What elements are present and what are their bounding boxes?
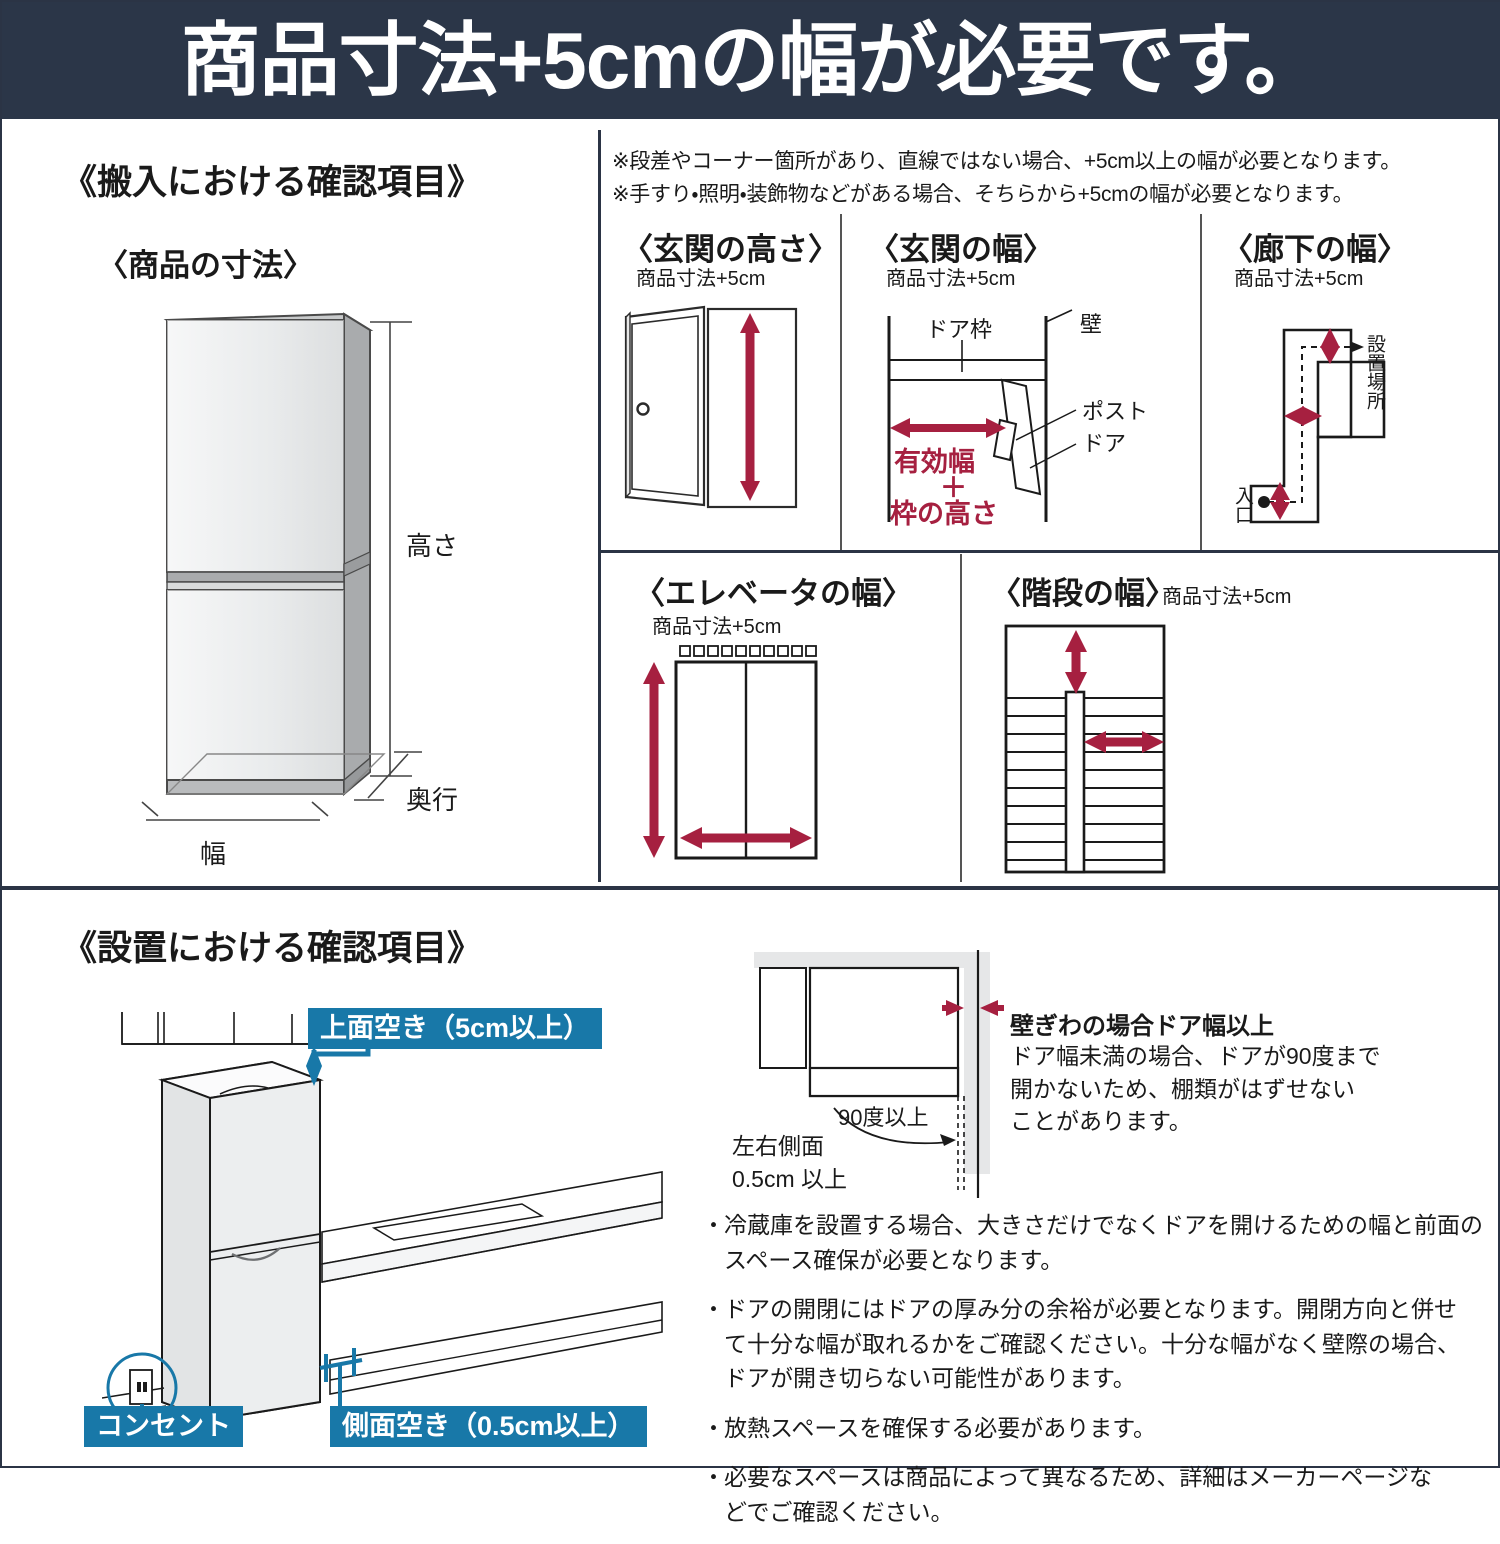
panel-row-divider bbox=[600, 550, 1500, 553]
bullet-marker-icon: ・ bbox=[702, 1464, 725, 1490]
badge-top-clearance: 上面空き（5cm以上） bbox=[308, 1008, 603, 1050]
note-line-1: ※段差やコーナー箇所があり、直線ではない場合、+5cm以上の幅が必要となります。 bbox=[612, 150, 1401, 173]
panel-stairs-title: 〈階段の幅〉 bbox=[990, 576, 1176, 611]
label-effective-plus: ＋ bbox=[940, 473, 967, 503]
callout-body: ドア幅未満の場合、ドアが90度まで 開かないため、棚類がはずせない ことがありま… bbox=[1010, 1043, 1381, 1135]
list-item: ・ ドアの開閉にはドアの厚み分の余裕が必要となります。開閉方向と併せ て十分な幅… bbox=[702, 1292, 1492, 1396]
label-post: ポスト bbox=[1082, 399, 1149, 424]
list-item: ・ 放熱スペースを確保する必要があります。 bbox=[702, 1411, 1492, 1446]
fridge-width-label: 幅 bbox=[200, 839, 227, 869]
fridge-height-label: 高さ bbox=[406, 531, 459, 561]
installation-notes-list: ・ 冷蔵庫を設置する場合、大きさだけでなくドアを開けるための幅と前面の スペース… bbox=[702, 1208, 1492, 1544]
callout-heading: 壁ぎわの場合ドア幅以上 bbox=[1010, 1013, 1274, 1040]
label-door: ドア bbox=[1082, 431, 1127, 456]
list-item-text: 必要なスペースは商品によって異なるため、詳細はメーカーページな どでご確認くださ… bbox=[724, 1464, 1432, 1525]
label-entrance: 入口 bbox=[1231, 486, 1253, 524]
label-effective-width: 有効幅 bbox=[894, 447, 975, 477]
list-item-text: 冷蔵庫を設置する場合、大きさだけでなくドアを開けるための幅と前面の スペース確保… bbox=[724, 1212, 1483, 1273]
list-item-text: ドアの開閉にはドアの厚み分の余裕が必要となります。開閉方向と併せ て十分な幅が取… bbox=[724, 1296, 1460, 1391]
product-dimension-title: 〈商品の寸法〉 bbox=[97, 248, 314, 283]
note-line-2: ※手すり・照明・装飾物などがある場合、そちらから+5cmの幅が必要となります。 bbox=[612, 183, 1354, 206]
label-frame-height: 枠の高さ bbox=[890, 499, 998, 529]
page-header: 商品寸法+5cmの幅が必要です。 bbox=[2, 2, 1500, 119]
section-divider bbox=[2, 886, 1500, 890]
fridge-depth-label: 奥行 bbox=[406, 785, 459, 815]
panel-entrance-height-title: 〈玄関の高さ〉 bbox=[622, 232, 839, 267]
panel-elevator-subtitle: 商品寸法+5cm bbox=[652, 616, 782, 638]
list-item: ・ 冷蔵庫を設置する場合、大きさだけでなくドアを開けるための幅と前面の スペース… bbox=[702, 1208, 1492, 1277]
list-item: ・ 必要なスペースは商品によって異なるため、詳細はメーカーページな どでご確認く… bbox=[702, 1460, 1492, 1529]
badge-side-clearance: 側面空き（0.5cm以上） bbox=[330, 1406, 647, 1448]
label-install-place: 設置場所 bbox=[1363, 334, 1385, 410]
page-title: 商品寸法+5cmの幅が必要です。 bbox=[180, 15, 1325, 105]
panel-entrance-height-subtitle: 商品寸法+5cm bbox=[636, 268, 766, 290]
panel-entrance-width-subtitle: 商品寸法+5cm bbox=[886, 268, 1016, 290]
panel-divider-1 bbox=[840, 214, 842, 550]
label-wall: 壁 bbox=[1080, 312, 1103, 337]
bullet-marker-icon: ・ bbox=[702, 1212, 725, 1238]
label-door-frame: ドア枠 bbox=[926, 317, 993, 342]
panel-corridor-title: 〈廊下の幅〉 bbox=[1222, 232, 1408, 267]
panel-entrance-width-title: 〈玄関の幅〉 bbox=[868, 232, 1054, 267]
list-item-text: 放熱スペースを確保する必要があります。 bbox=[724, 1414, 1156, 1441]
bullet-marker-icon: ・ bbox=[702, 1414, 725, 1441]
label-angle: 90度以上 bbox=[838, 1105, 929, 1130]
panel-divider-2 bbox=[1200, 214, 1202, 550]
label-side-clearance: 左右側面 0.5cm 以上 bbox=[732, 1133, 848, 1192]
panel-corridor-subtitle: 商品寸法+5cm bbox=[1234, 268, 1364, 290]
panel-divider-3 bbox=[960, 554, 962, 882]
badge-outlet: コンセント bbox=[84, 1406, 243, 1448]
bullet-marker-icon: ・ bbox=[702, 1296, 725, 1322]
panel-elevator-title: 〈エレベータの幅〉 bbox=[634, 576, 913, 611]
panel-stairs-subtitle: 商品寸法+5cm bbox=[1162, 586, 1292, 608]
delivery-section-title: 《搬入における確認項目》 bbox=[62, 163, 483, 202]
install-section-title: 《設置における確認項目》 bbox=[62, 929, 483, 968]
column-divider bbox=[598, 130, 601, 882]
